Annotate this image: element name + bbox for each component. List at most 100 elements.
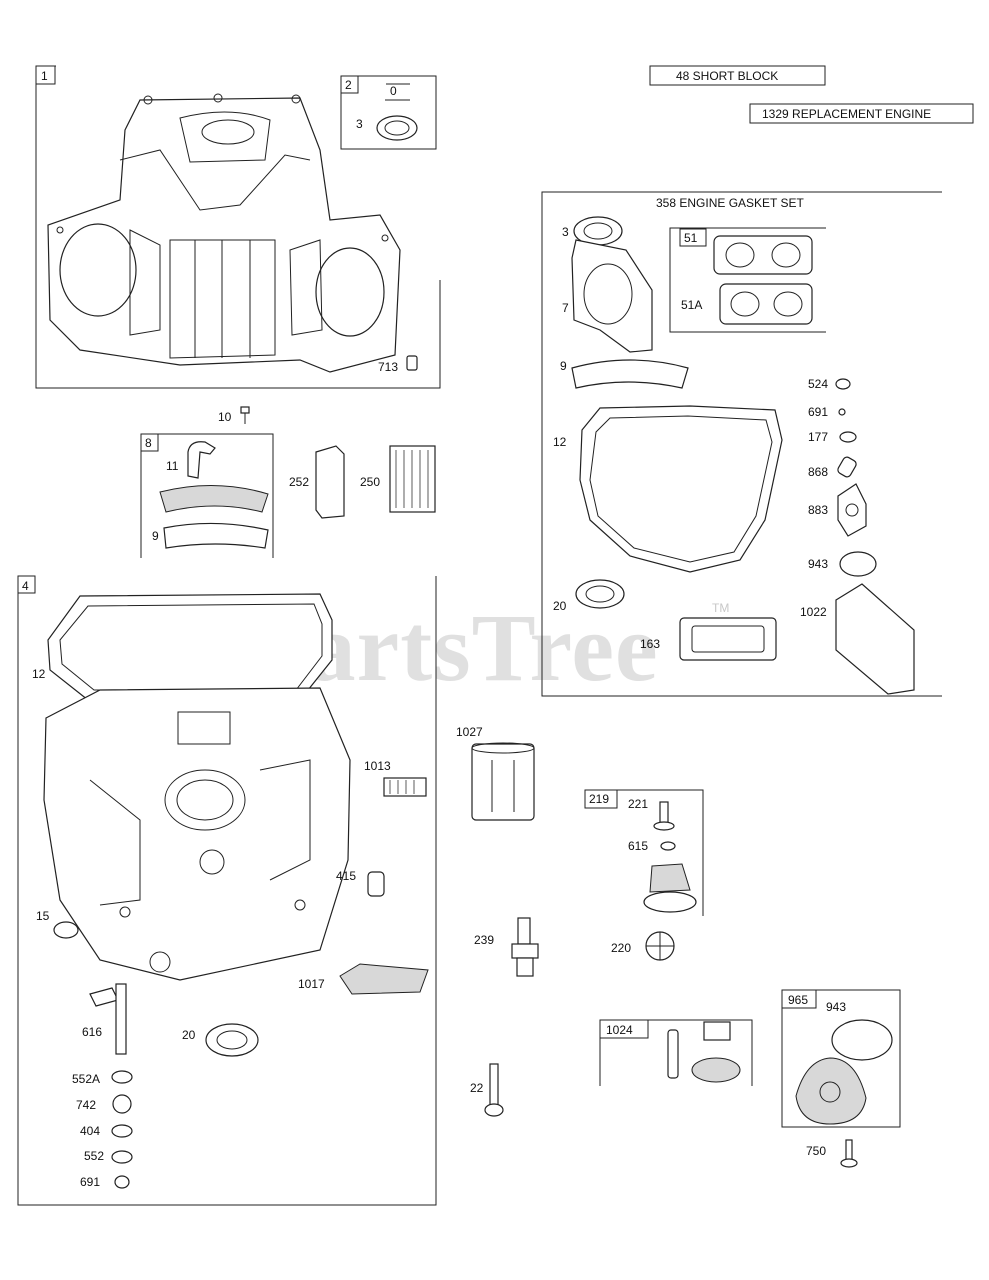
label-10: 10 xyxy=(218,410,232,424)
part-615-washer[interactable] xyxy=(660,841,676,851)
label-12-cover: 12 xyxy=(32,667,46,681)
part-oil-pump-rotor[interactable] xyxy=(691,1021,741,1083)
label-943-cover: 943 xyxy=(826,1000,846,1014)
part-51-gasket[interactable] xyxy=(713,235,813,275)
label-177: 177 xyxy=(808,430,828,444)
label-742: 742 xyxy=(76,1098,96,1112)
part-524[interactable] xyxy=(835,378,851,390)
group-2: 2 0 3 xyxy=(340,75,437,150)
part-oil-pump-cover[interactable] xyxy=(795,1057,867,1125)
part-1027-oil-filter[interactable] xyxy=(471,742,535,821)
part-governor-gear[interactable] xyxy=(643,863,697,913)
part-883-gasket[interactable] xyxy=(837,483,867,537)
label-524: 524 xyxy=(808,377,828,391)
label-868: 868 xyxy=(808,465,828,479)
part-868[interactable] xyxy=(836,456,857,479)
part-10-screw[interactable] xyxy=(240,406,250,424)
part-breather-cover[interactable] xyxy=(159,484,269,513)
part-691-cover[interactable] xyxy=(114,1175,130,1189)
label-3-gasket: 3 xyxy=(562,225,569,239)
part-252[interactable] xyxy=(315,445,345,519)
label-3-box2: 3 xyxy=(356,117,363,131)
box-2-label: 2 xyxy=(345,78,352,92)
part-742[interactable] xyxy=(112,1094,132,1114)
part-404[interactable] xyxy=(111,1124,133,1138)
part-oil-pump-shaft[interactable] xyxy=(667,1029,679,1079)
cylinder-block-part[interactable] xyxy=(47,93,401,373)
part-1022-gasket[interactable] xyxy=(835,583,915,695)
part-7-head-gasket[interactable] xyxy=(571,239,653,353)
part-943-cover-oring[interactable] xyxy=(831,1019,893,1061)
part-250-filter[interactable] xyxy=(389,445,436,513)
label-1027: 1027 xyxy=(456,725,483,739)
label-252: 252 xyxy=(289,475,309,489)
label-1022: 1022 xyxy=(800,605,827,619)
part-750-screw[interactable] xyxy=(840,1139,858,1168)
group-4-crankcase-cover: 4 12 15 616 20 552A 742 404 552 691 xyxy=(17,575,437,1206)
part-11-tube[interactable] xyxy=(187,441,216,479)
part-20-seal[interactable] xyxy=(575,579,625,609)
part-12-crankcase-gasket[interactable] xyxy=(579,405,783,573)
group-965-oil-pump-cover: 965 943 xyxy=(781,989,901,1128)
part-616-governor-shaft[interactable] xyxy=(89,983,127,1055)
box-965-label: 965 xyxy=(788,993,808,1007)
label-12-gasket: 12 xyxy=(553,435,567,449)
label-1017: 1017 xyxy=(298,977,325,991)
box-1-label: 1 xyxy=(41,69,48,83)
part-22-bolt[interactable] xyxy=(484,1063,504,1117)
part-713-dowel[interactable] xyxy=(406,355,418,371)
label-51A: 51A xyxy=(681,298,702,312)
part-221-pin[interactable] xyxy=(653,801,675,831)
part-20-cover-seal[interactable] xyxy=(205,1023,259,1057)
part-415[interactable] xyxy=(367,871,385,897)
replacement-engine-box[interactable]: 1329 REPLACEMENT ENGINE xyxy=(749,103,974,124)
label-250: 250 xyxy=(360,475,380,489)
replacement-engine-label: 1329 REPLACEMENT ENGINE xyxy=(762,107,931,121)
part-177[interactable] xyxy=(839,431,857,443)
part-crankcase-cover[interactable] xyxy=(43,687,351,981)
label-691-gasket: 691 xyxy=(808,405,828,419)
part-552[interactable] xyxy=(111,1150,133,1164)
part-163-gasket[interactable] xyxy=(679,617,777,661)
label-1013: 1013 xyxy=(364,759,391,773)
part-239-switch[interactable] xyxy=(511,917,539,977)
group-1024-oil-pump: 1024 xyxy=(599,1019,753,1086)
part-15-plug[interactable] xyxy=(53,921,79,939)
part-1013-screen[interactable] xyxy=(383,777,427,797)
group-219-governor: 219 221 615 xyxy=(584,789,704,916)
part-12-cover-gasket[interactable] xyxy=(47,593,333,701)
part-691-ring[interactable] xyxy=(838,408,846,416)
part-51A-gasket[interactable] xyxy=(719,283,813,325)
label-11: 11 xyxy=(166,459,179,473)
box-1024-label: 1024 xyxy=(606,1023,633,1037)
label-20-cover: 20 xyxy=(182,1028,196,1042)
label-552: 552 xyxy=(84,1149,104,1163)
label-713: 713 xyxy=(378,360,398,374)
watermark-tm: TM xyxy=(712,601,729,615)
label-883: 883 xyxy=(808,503,828,517)
label-552A: 552A xyxy=(72,1072,100,1086)
part-1017-cover[interactable] xyxy=(339,963,429,995)
label-15: 15 xyxy=(36,909,50,923)
part-3-seal[interactable] xyxy=(376,115,418,141)
label-750: 750 xyxy=(806,1144,826,1158)
part-943-oring[interactable] xyxy=(839,551,877,577)
label-0: 0 xyxy=(390,84,397,98)
box-8-label: 8 xyxy=(145,436,152,450)
label-404: 404 xyxy=(80,1124,100,1138)
short-block-box[interactable]: 48 SHORT BLOCK xyxy=(649,65,826,86)
box-219-label: 219 xyxy=(589,792,609,806)
part-9-cover-gasket[interactable] xyxy=(571,359,689,389)
part-9-gasket[interactable] xyxy=(163,522,269,549)
label-221: 221 xyxy=(628,797,648,811)
label-239: 239 xyxy=(474,933,494,947)
group-1-cylinder-block: 1 713 xyxy=(35,65,441,389)
label-415: 415 xyxy=(336,869,356,883)
gasket-set-title: 358 ENGINE GASKET SET xyxy=(656,196,805,210)
short-block-label: 48 SHORT BLOCK xyxy=(676,69,778,83)
label-691-cover: 691 xyxy=(80,1175,100,1189)
label-615: 615 xyxy=(628,839,648,853)
label-220: 220 xyxy=(611,941,631,955)
part-552A[interactable] xyxy=(111,1070,133,1084)
